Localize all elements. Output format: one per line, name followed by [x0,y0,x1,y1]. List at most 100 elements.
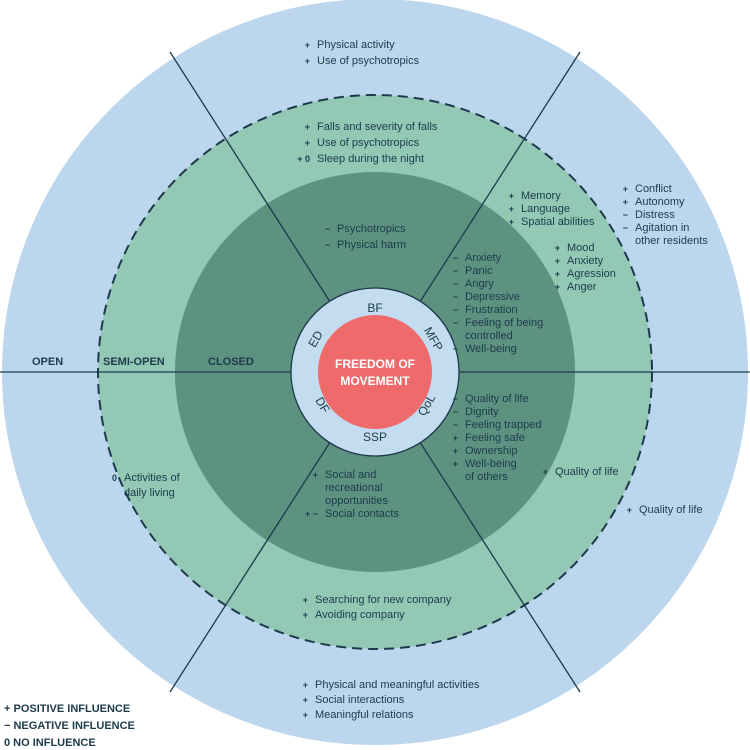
ring-label-closed: CLOSED [208,356,254,368]
legend-negative: − NEGATIVE INFLUENCE [4,720,135,732]
influence-item: Searching for new company [315,594,452,606]
influence-symbol: − [453,279,458,289]
influence-symbol: + [509,191,514,201]
influence-item: Quality of life [639,504,703,516]
influence-item: Social and [325,469,376,481]
influence-symbol: + [453,459,458,469]
influence-item: Use of psychotropics [317,137,420,149]
influence-symbol: − [453,253,458,263]
influence-item: other residents [635,235,708,247]
influence-symbol: + [623,197,628,207]
hub-label-ssp: SSP [363,430,387,444]
influence-symbol: 0 [112,473,117,483]
group-open-top: +Physical activity+Use of psychotropics [305,39,420,67]
center-circle [318,315,432,429]
influence-symbol: + [305,56,310,66]
influence-item: Quality of life [555,466,619,478]
influence-symbol: + [555,282,560,292]
influence-item: Anger [567,281,597,293]
group-closed-top: −Psychotropics−Physical harm [325,223,406,251]
influence-item: Sleep during the night [317,153,424,165]
influence-item: Memory [521,190,561,202]
group-open-bottom: +Physical and meaningful activities+Soci… [303,679,480,721]
influence-item: Ownership [465,445,518,457]
influence-symbol: + [543,467,548,477]
influence-symbol: + [555,269,560,279]
hub-label-df: DF [312,395,332,416]
influence-item: Agression [567,268,616,280]
influence-symbol: + [453,433,458,443]
influence-item: Feeling of being [465,317,543,329]
influence-item: Angry [465,278,494,290]
influence-symbol: + [313,470,318,480]
influence-symbol: + [623,184,628,194]
group-closed-right-lower: −Quality of life−Dignity−Feeling trapped… [453,393,542,483]
influence-item: Social contacts [325,508,399,520]
influence-item: Anxiety [567,255,604,267]
influence-item: Social interactions [315,694,405,706]
influence-symbol: + [303,680,308,690]
group-closed-right-upper: −Anxiety−Panic−Angry−Depressive−Frustrat… [453,252,544,355]
influence-symbol: + [303,710,308,720]
influence-symbol: − [325,224,330,234]
influence-symbol: − [453,407,458,417]
group-open-upper-right: +Conflict+Autonomy−Distress−Agitation in… [623,183,709,247]
influence-item: Mood [567,242,595,254]
influence-item: Falls and severity of falls [317,121,438,133]
influence-item: opportunities [325,495,388,507]
influence-symbol: + [509,204,514,214]
group-semi-top: +Falls and severity of falls+Use of psyc… [297,121,438,165]
influence-item: Language [521,203,570,215]
ring-label-open: OPEN [32,356,63,368]
group-semi-bottom: +Searching for new company+Avoiding comp… [303,594,452,621]
group-semi-right-mood: +Mood+Anxiety+Agression+Anger [555,242,616,293]
influence-symbol: + [627,505,632,515]
influence-item: controlled [465,330,513,342]
legend-none: 0 NO INFLUENCE [4,737,96,749]
ring-label-semi-open: SEMI-OPEN [103,356,165,368]
legend-positive: + POSITIVE INFLUENCE [4,703,130,715]
influence-symbol: + − [305,509,318,519]
group-semi-lower-right: + Quality of life [543,466,619,478]
influence-item: Panic [465,265,493,277]
influence-item: Well-being [465,458,517,470]
influence-item: Depressive [465,291,520,303]
influence-item: Anxiety [465,252,502,264]
influence-item: Feeling safe [465,432,525,444]
influence-symbol: + [303,695,308,705]
influence-symbol: − [325,240,330,250]
influence-item: of others [465,471,508,483]
influence-symbol: − [623,210,628,220]
influence-symbol: − [453,305,458,315]
influence-symbol: + 0 [297,154,310,164]
influence-symbol: − [453,420,458,430]
influence-item: Autonomy [635,196,685,208]
influence-symbol: − [453,292,458,302]
group-open-lower-right: + Quality of life [627,504,703,516]
center-label-line2: MOVEMENT [340,374,410,388]
influence-item: Feeling trapped [465,419,541,431]
influence-symbol: + [555,243,560,253]
influence-item: Meaningful relations [315,709,414,721]
influence-symbol: − [623,223,628,233]
influence-symbol: − [453,266,458,276]
influence-symbol: + [305,122,310,132]
influence-symbol: + [453,446,458,456]
influence-item: Well-being [465,343,517,355]
influence-item: Physical harm [337,239,406,251]
group-semi-upper-right: +Memory+Language+Spatial abilities [509,190,595,228]
influence-symbol: − [453,318,458,328]
influence-symbol: + [303,595,308,605]
influence-symbol: − [453,344,458,354]
center-label-line1: FREEDOM OF [335,357,415,371]
influence-item: Dignity [465,406,499,418]
influence-item: Use of psychotropics [317,55,420,67]
influence-symbol: − [453,394,458,404]
hub-label-bf: BF [367,301,382,315]
influence-item: Quality of life [465,393,529,405]
influence-item: Avoiding company [315,609,405,621]
influence-item: Psychotropics [337,223,406,235]
